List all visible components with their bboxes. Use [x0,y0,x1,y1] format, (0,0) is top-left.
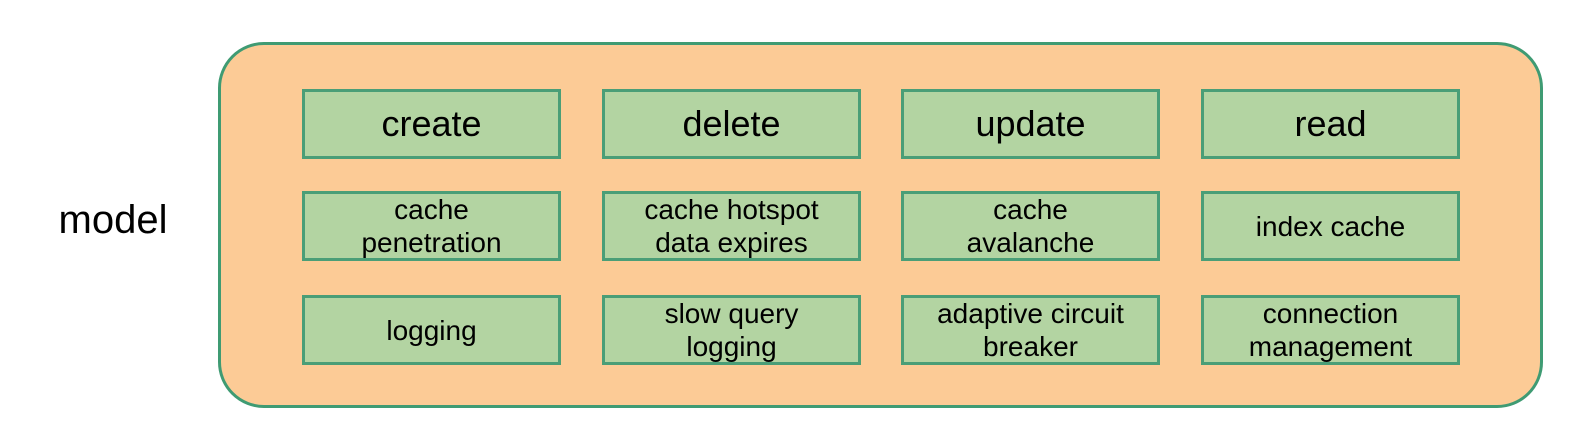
node-row: logging slow query logging adaptive circ… [302,295,1462,365]
node-label: update [975,103,1086,144]
node-label: cache penetration [361,194,502,258]
node-label: adaptive circuit breaker [937,298,1124,362]
node-label: logging [386,314,477,346]
model-group-container: create delete update read cache penetrat… [218,42,1543,408]
node-connection-management[interactable]: connection management [1201,295,1460,365]
node-label: slow query logging [664,298,799,362]
node-label: cache hotspot data expires [644,194,819,258]
node-update[interactable]: update [901,89,1160,159]
node-delete[interactable]: delete [602,89,861,159]
node-cache-penetration[interactable]: cache penetration [302,191,561,261]
node-cache-hotspot-data-expires[interactable]: cache hotspot data expires [602,191,861,261]
node-row: create delete update read [302,89,1462,159]
node-create[interactable]: create [302,89,561,159]
node-read[interactable]: read [1201,89,1460,159]
node-label: index cache [1255,210,1406,242]
node-adaptive-circuit-breaker[interactable]: adaptive circuit breaker [901,295,1160,365]
node-label: create [381,103,482,144]
node-label: delete [682,103,781,144]
node-slow-query-logging[interactable]: slow query logging [602,295,861,365]
node-label: read [1294,103,1367,144]
node-label: cache avalanche [966,194,1095,258]
node-label: connection management [1248,298,1413,362]
node-row: cache penetration cache hotspot data exp… [302,191,1462,261]
node-cache-avalanche[interactable]: cache avalanche [901,191,1160,261]
node-index-cache[interactable]: index cache [1201,191,1460,261]
node-grid: create delete update read cache penetrat… [302,89,1462,369]
group-label-model: model [58,198,168,242]
node-logging[interactable]: logging [302,295,561,365]
